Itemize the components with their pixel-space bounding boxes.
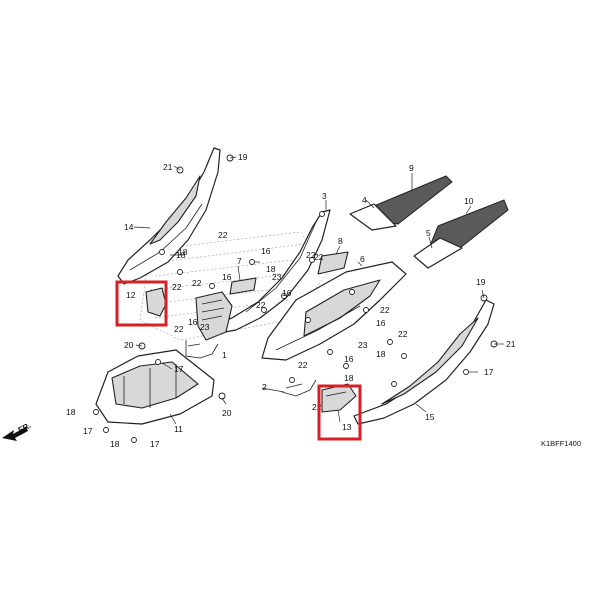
callout-20: 20 [124, 340, 134, 350]
callout-22-g: 22 [398, 329, 408, 339]
callout-18: 18 [176, 250, 186, 260]
callout-22-j: 22 [174, 324, 184, 334]
callout-11: 11 [174, 424, 183, 434]
callout-23-b: 23 [272, 272, 282, 282]
part-15-right-side-cover [353, 299, 495, 425]
callout-7: 7 [237, 256, 242, 266]
callout-18-g: 18 [178, 247, 188, 257]
part-23-inner-cover [195, 291, 233, 341]
callout-22-c: 22 [172, 282, 182, 292]
callout-10: 10 [464, 196, 474, 206]
part-1-rod [185, 340, 219, 359]
callout-13: 13 [342, 422, 352, 432]
callout-18-c: 18 [376, 349, 386, 359]
callout-16-c: 16 [188, 317, 198, 327]
highlight-box-12 [115, 280, 168, 327]
callout-22-k: 22 [314, 252, 324, 262]
leader-lines [133, 156, 504, 425]
callout-18-d: 18 [344, 373, 354, 383]
callout-23: 23 [200, 322, 210, 332]
callout-17-d: 17 [150, 439, 160, 449]
callout-22-b: 22 [192, 278, 202, 288]
callout-9: 9 [409, 163, 414, 173]
callout-labels-repeated: 22 22 16 16 18 23 16 22 22 22 16 22 23 1… [66, 247, 494, 449]
callout-2: 2 [262, 382, 267, 392]
part-13-lower-piece [321, 383, 357, 413]
callout-18-f: 18 [110, 439, 120, 449]
highlight-box-13 [317, 384, 362, 441]
callout-18-b: 18 [266, 264, 276, 274]
callout-16-f: 16 [344, 354, 354, 364]
callout-12: 12 [126, 290, 136, 300]
callout-14: 14 [124, 222, 134, 232]
callout-22-f: 22 [380, 305, 390, 315]
callout-16-b: 16 [222, 272, 232, 282]
front-label: FR. [17, 421, 33, 435]
callout-15: 15 [425, 412, 435, 422]
part-14-left-side-cover [117, 147, 221, 285]
callout-17-c: 17 [83, 426, 93, 436]
part-12-small-piece [145, 287, 167, 317]
callout-4: 4 [362, 195, 367, 205]
front-arrow-icon [2, 427, 28, 441]
callout-1: 1 [222, 350, 227, 360]
highlight-boxes [115, 280, 362, 441]
callout-17-b: 17 [484, 367, 494, 377]
callout-5: 5 [426, 228, 431, 238]
callout-16-d: 16 [282, 288, 292, 298]
callout-17: 17 [174, 364, 184, 374]
callout-22-e: 22 [306, 250, 316, 260]
callout-16-a: 16 [261, 246, 271, 256]
part-9-4-panels [349, 175, 453, 231]
callout-22-a: 22 [218, 230, 228, 240]
callout-labels: 21 19 14 3 9 4 10 5 18 22 16 7 8 6 12 23… [124, 152, 516, 434]
callout-20-b: 20 [222, 408, 232, 418]
callout-6: 6 [360, 254, 365, 264]
callout-22-i: 22 [312, 402, 322, 412]
part-11-under-cover [95, 349, 215, 425]
callout-23-c: 23 [358, 340, 368, 350]
callout-19-right: 19 [476, 277, 486, 287]
part-10-5-panels [413, 199, 509, 269]
part-7-plate [229, 277, 257, 295]
callout-19-top: 19 [238, 152, 248, 162]
callout-21-top: 21 [163, 162, 173, 172]
part-6-floor-panel [261, 261, 407, 361]
callout-22-h: 22 [298, 360, 308, 370]
callout-22-d: 22 [256, 300, 266, 310]
callout-18-e: 18 [66, 407, 76, 417]
callout-8: 8 [338, 236, 343, 246]
callout-16-e: 16 [376, 318, 386, 328]
fasteners [93, 154, 498, 443]
part-8-bracket [317, 251, 349, 275]
diagram-code: K1BFF1400 [541, 439, 581, 448]
part-2-rod [281, 379, 317, 397]
callout-3: 3 [322, 191, 327, 201]
callout-21-right: 21 [506, 339, 516, 349]
front-direction-indicator: FR. [2, 421, 32, 441]
